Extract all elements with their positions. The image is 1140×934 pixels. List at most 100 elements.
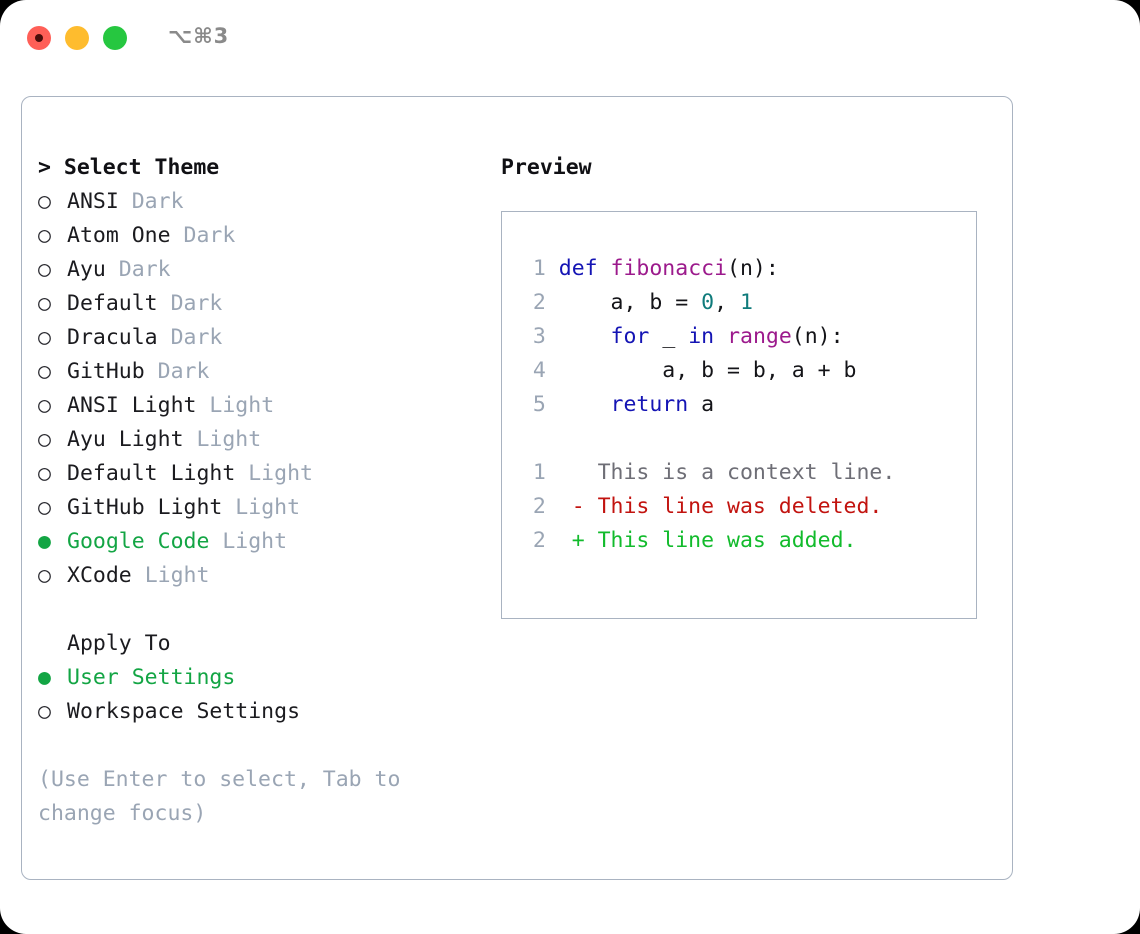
diff-line: 2 - This line was deleted. xyxy=(520,490,976,524)
radio-selected-icon: ● xyxy=(38,665,51,690)
select-theme-heading: > Select Theme xyxy=(38,151,478,185)
apply-to-item[interactable]: ● User Settings xyxy=(38,661,478,695)
radio-unselected-icon: ○ xyxy=(38,359,51,384)
minimize-window-button[interactable] xyxy=(65,26,89,50)
close-window-button[interactable] xyxy=(27,26,51,50)
code-line: 3 for _ in range(n): xyxy=(520,320,976,354)
theme-variant-tag: Dark xyxy=(170,223,236,248)
theme-variant-tag: Light xyxy=(183,427,262,452)
code-token xyxy=(714,324,727,349)
radio-unselected-icon: ○ xyxy=(38,223,51,248)
theme-name: Ayu xyxy=(67,257,106,282)
code-token: def xyxy=(558,256,611,281)
diff-sign: - xyxy=(571,494,598,519)
theme-variant-tag: Light xyxy=(196,393,275,418)
code-token xyxy=(559,392,611,417)
line-number: 2 xyxy=(532,494,546,519)
diff-text: This is a context line. xyxy=(597,460,896,485)
theme-name: GitHub Light xyxy=(67,495,223,520)
theme-list-item[interactable]: ○Default Light Light xyxy=(38,457,478,491)
radio-unselected-icon: ○ xyxy=(38,699,51,724)
apply-to-heading: Apply To xyxy=(38,627,478,661)
theme-name: ANSI Light xyxy=(67,393,197,418)
theme-name: Google Code xyxy=(67,529,210,554)
code-diff-spacer xyxy=(520,422,976,456)
code-token: range xyxy=(727,324,792,349)
theme-name: Ayu Light xyxy=(67,427,184,452)
code-line: 4 a, b = b, a + b xyxy=(520,354,976,388)
theme-variant-tag: Light xyxy=(222,495,301,520)
apply-to-heading-indent xyxy=(38,627,67,661)
radio-unselected-icon: ○ xyxy=(38,495,51,520)
theme-variant-tag: Light xyxy=(209,529,288,554)
code-token: for xyxy=(610,324,650,349)
theme-variant-tag: Dark xyxy=(144,359,210,384)
prompt-caret-icon: > xyxy=(38,155,64,180)
line-number-gutter-space xyxy=(546,528,572,553)
theme-variant-tag: Light xyxy=(131,563,210,588)
diff-sign: + xyxy=(571,528,598,553)
spacer xyxy=(38,593,478,627)
code-token: (n): xyxy=(727,256,779,281)
line-number-gutter-space xyxy=(546,460,572,485)
line-number: 3 xyxy=(532,324,546,349)
code-token: 0 xyxy=(701,290,715,315)
theme-variant-tag: Dark xyxy=(118,189,184,214)
theme-list-item[interactable]: ○ ANSI Light Light xyxy=(38,389,478,423)
apply-to-list: ● User Settings ○Workspace Settings xyxy=(38,661,478,729)
line-number-gutter-space xyxy=(546,494,572,519)
theme-list-item[interactable]: ○XCode Light xyxy=(38,559,478,593)
theme-list-item[interactable]: ○Atom One Dark xyxy=(38,219,478,253)
code-token: a, b = b, a + b xyxy=(558,358,857,383)
code-token: _ xyxy=(649,324,689,349)
theme-list-item[interactable]: ○Ayu Light Light xyxy=(38,423,478,457)
apply-to-item[interactable]: ○Workspace Settings xyxy=(38,695,478,729)
line-number-gutter-space xyxy=(546,256,559,281)
title-bar: ⌥⌘3 xyxy=(0,0,1140,78)
theme-list-item[interactable]: ○GitHub Dark xyxy=(38,355,478,389)
theme-variant-tag: Light xyxy=(235,461,313,486)
theme-list-item[interactable]: ○ANSI Dark xyxy=(38,185,478,219)
theme-list-item[interactable]: ○Default Dark xyxy=(38,287,478,321)
select-theme-heading-label: Select Theme xyxy=(63,155,220,180)
code-token xyxy=(559,324,611,349)
line-number: 4 xyxy=(532,358,546,383)
code-token: 1 xyxy=(739,290,753,315)
code-line: 2 a, b = 0, 1 xyxy=(520,286,976,320)
code-token: a, b = xyxy=(558,290,702,315)
keyboard-hint-text: (Use Enter to select, Tab to change focu… xyxy=(38,767,414,826)
theme-list-item[interactable]: ○Dracula Dark xyxy=(38,321,478,355)
code-token: , xyxy=(714,290,740,315)
theme-name: ANSI xyxy=(67,189,119,214)
line-number: 2 xyxy=(532,528,546,553)
diff-line: 1 This is a context line. xyxy=(520,456,976,490)
main-panel: > Select Theme ○ANSI Dark○Atom One Dark○… xyxy=(21,96,1013,880)
radio-selected-icon: ● xyxy=(38,529,51,554)
theme-list-item[interactable]: ○ GitHub Light Light xyxy=(38,491,478,525)
code-token: fibonacci xyxy=(610,256,728,281)
zoom-window-button[interactable] xyxy=(103,26,127,50)
code-token: (n): xyxy=(791,324,844,349)
theme-list: ○ANSI Dark○Atom One Dark○Ayu Dark○Defaul… xyxy=(38,185,478,593)
apply-to-label: User Settings xyxy=(67,665,236,690)
radio-unselected-icon: ○ xyxy=(38,257,51,282)
line-number: 1 xyxy=(532,256,546,281)
theme-variant-tag: Dark xyxy=(105,257,171,282)
diff-sign xyxy=(572,460,598,485)
line-number-gutter-space xyxy=(546,324,559,349)
diff-text: This line was deleted. xyxy=(597,494,883,519)
theme-name: Default Light xyxy=(67,461,236,486)
diff-line: 2 + This line was added. xyxy=(520,524,976,558)
radio-unselected-icon: ○ xyxy=(38,393,51,418)
theme-list-item[interactable]: ○ Ayu Dark xyxy=(38,253,478,287)
diff-text: This line was added. xyxy=(597,528,857,553)
line-number: 5 xyxy=(532,392,546,417)
theme-variant-tag: Dark xyxy=(157,325,223,350)
theme-list-item[interactable]: ● Google Code Light xyxy=(38,525,478,559)
theme-name: Dracula xyxy=(67,325,158,350)
keyboard-shortcut-label: ⌥⌘3 xyxy=(168,24,230,48)
preview-heading: Preview xyxy=(501,155,592,180)
code-line: 5 return a xyxy=(520,388,976,422)
